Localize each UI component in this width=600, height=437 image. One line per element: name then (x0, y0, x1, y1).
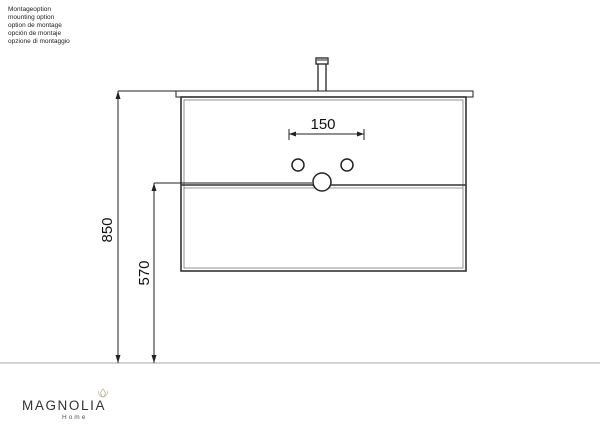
total-height-dimension (115, 90, 176, 363)
note-line-de: Montageoption (8, 6, 52, 13)
note-line-en: mounting option (8, 14, 55, 21)
brand-logo: MAGNOLIA Home (22, 388, 122, 421)
cabinet-height-dimension (151, 182, 312, 363)
tap-hole-right (340, 158, 354, 172)
cabinet-height-label: 570 (136, 260, 153, 285)
note-line-it: opzione di montaggio (8, 38, 70, 45)
tap-hole-left (291, 158, 305, 172)
note-line-es: opción de montaje (8, 30, 62, 37)
cabinet-inner-frame (183, 99, 464, 269)
faucet (315, 57, 329, 93)
tap-spacing-dimension (288, 129, 365, 140)
tap-spacing-label: 150 (310, 116, 335, 133)
mounting-option-note: Montageoption mounting option option de … (8, 6, 70, 46)
brand-name: MAGNOLIA (22, 398, 107, 413)
brand-subtitle: Home (62, 414, 88, 421)
magnolia-flower-icon (98, 388, 108, 398)
basin-top (175, 90, 474, 98)
drain-hole (312, 172, 332, 192)
note-line-fr: option de montage (8, 22, 62, 29)
total-height-label: 850 (99, 217, 116, 242)
